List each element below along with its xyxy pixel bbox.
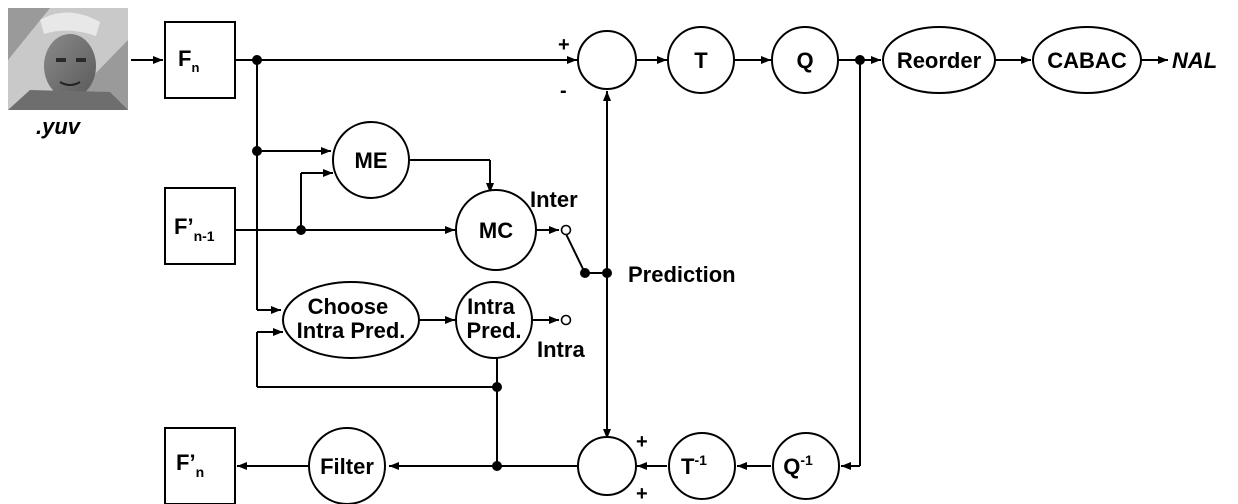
intra-label: Intra — [537, 337, 585, 362]
minus-sign-top: - — [560, 80, 567, 102]
filter-block: Filter — [308, 427, 386, 504]
svg-text:Choose Intra Pred.: Choose Intra Pred. — [297, 294, 406, 343]
motion-estimation-block: ME — [332, 121, 410, 199]
frec-block: F’n — [164, 427, 236, 504]
tinv-main: T — [681, 454, 695, 479]
fn-block: Fn — [164, 21, 236, 99]
svg-text:Fn: Fn — [178, 46, 199, 75]
junction-dots — [252, 55, 865, 471]
cabac-block: CABAC — [1032, 26, 1142, 94]
fprev-block: F’n-1 — [164, 187, 236, 265]
subtract-sum-node — [577, 30, 637, 90]
cabac-label: CABAC — [1047, 48, 1127, 73]
inter-label: Inter — [530, 187, 578, 212]
intra-pred-line-1: Intra — [467, 294, 515, 319]
choose-intra-pred-block: Choose Intra Pred. — [282, 281, 420, 359]
choose-intra-line-1: Choose — [308, 294, 389, 319]
fn-sub: n — [191, 60, 199, 75]
choose-intra-line-2: Intra Pred. — [297, 318, 406, 343]
intra-pred-block: Intra Pred. — [455, 281, 533, 359]
frec-main: F’ — [176, 450, 196, 475]
plus-sign-top: + — [558, 34, 570, 56]
qinv-sup: -1 — [800, 452, 813, 468]
fn-main: F — [178, 46, 191, 71]
inverse-transform-block: T-1 — [668, 432, 736, 500]
connections — [131, 56, 1168, 470]
intra-pred-line-2: Pred. — [466, 318, 521, 343]
transform-label: T — [694, 48, 708, 73]
svg-text:Intra Pred.: Intra Pred. — [466, 294, 521, 343]
svg-text:T-1: T-1 — [681, 452, 707, 479]
transform-block: T — [667, 26, 735, 94]
quantize-block: Q — [771, 26, 839, 94]
filter-label: Filter — [320, 454, 374, 479]
fprev-sub: n-1 — [194, 228, 215, 244]
output-nal-label: NAL — [1172, 48, 1217, 73]
motion-compensation-block: MC — [455, 189, 537, 271]
inter-switch-contact — [560, 224, 572, 236]
input-format-label: .yuv — [36, 114, 82, 139]
inverse-quantize-block: Q-1 — [772, 432, 840, 500]
reorder-block: Reorder — [882, 26, 996, 94]
tinv-sup: -1 — [695, 452, 708, 468]
fprev-main: F’ — [174, 214, 194, 239]
reconstruct-sum-node — [577, 436, 637, 496]
frec-sub: n — [196, 464, 205, 480]
svg-text:F’n: F’n — [176, 450, 204, 480]
input-frame-thumbnail — [8, 8, 128, 110]
prediction-label: Prediction — [628, 262, 736, 287]
mc-label: MC — [479, 218, 513, 243]
quantize-label: Q — [796, 48, 813, 73]
me-label: ME — [355, 148, 388, 173]
svg-text:F’n-1: F’n-1 — [174, 214, 215, 244]
svg-text:Q-1: Q-1 — [783, 452, 813, 479]
reorder-label: Reorder — [897, 48, 982, 73]
intra-switch-contact — [560, 314, 572, 326]
qinv-main: Q — [783, 454, 800, 479]
plus-sign-bottom-1: + — [636, 431, 648, 453]
plus-sign-bottom-2: + — [636, 483, 648, 504]
